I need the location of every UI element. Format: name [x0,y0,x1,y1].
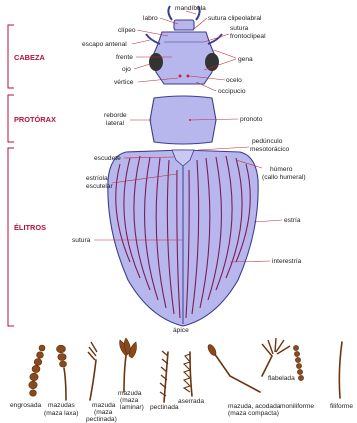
label-humero-1: húmero [270,166,293,173]
antenna-aserrada [184,352,192,396]
label-maza-lam-2: (maza [120,397,139,404]
section-prothorax: PROTÓRAX [14,115,56,124]
label-sutura-frontoclipeal-1: sutura [230,25,249,32]
label-acodada-2: (maza compacta) [228,410,279,417]
antenna-mazudas-laxa [57,345,67,400]
label-pectinada: pectinada [150,404,179,411]
label-moniliforme: moniliforme [280,403,314,410]
label-humero-2: (callo humeral) [262,174,306,181]
label-escudete: escudete [94,155,121,162]
label-frente: frente [116,54,133,61]
label-mazudas-2: (maza laxa) [44,410,78,417]
label-mazudas-1: mazudas [48,402,75,409]
dot-pronoto [189,119,191,121]
label-maza-pect-3: pectinada) [86,416,117,423]
label-maza-lam-3: laminar) [120,404,144,411]
antenna-acodada [206,343,260,392]
label-maza-lam-1: mazuda [118,390,142,397]
label-maza-pect-2: (maza [94,409,113,416]
antenna-mazuda-laminar [120,338,137,392]
label-engrosada: engrosada [10,402,41,409]
antenna-flabelada [262,338,290,376]
section-head: CABEZA [14,53,45,62]
ocellus-right [187,75,190,78]
label-acodada-1: mazuda, acodada [228,403,281,410]
ocellus-left [179,75,182,78]
label-ojo: ojo [122,66,131,73]
section-elytra: ÉLITROS [14,223,46,232]
label-sutura: sutura [72,237,91,244]
label-occipucio: occipucio [218,88,246,95]
label-ocelo: ocelo [226,77,242,84]
label-estria: estría [284,217,301,224]
lead-occipucio [196,82,216,91]
label-estriola-2: escutelar [86,183,114,190]
antennal-scape-left [146,34,160,44]
label-maza-pect-1: mazuda [92,402,116,409]
antenna-pectinada [160,351,168,402]
elytra-bracket [8,148,14,326]
label-aserrada: aserrada [178,398,204,405]
label-labro: labro [143,15,158,22]
label-interestria: interestría [272,258,302,265]
label-flabelada: flabelada [268,375,295,382]
label-sutura-frontoclipeal-2: frontoclipeal [230,33,266,40]
antenna-moniliforme [293,345,303,380]
lead-escapo [132,40,150,44]
label-reborde-1: reborde [104,112,127,119]
antenna-filiforme [339,342,342,398]
label-vertice: vértice [114,79,134,86]
lead-ojo [134,64,150,69]
label-clipeo: clípeo [118,27,136,34]
label-reborde-2: lateral [106,120,124,127]
label-sutura-clipeolabral: sutura clipeolabral [208,15,262,22]
mandible-left [168,6,172,20]
label-pedunculo-1: pedúnculo [252,138,283,145]
label-pedunculo-2: mesotorácico [250,146,290,153]
label-estriola-1: estríola [86,175,108,182]
label-filiforme: filiforme [330,403,353,410]
label-apice: ápice [173,327,189,334]
eye-right [205,53,219,71]
lead-estria [254,220,282,222]
antennal-scape-right [208,34,222,44]
antenna-mazuda-pectinada [88,342,97,400]
label-pronoto: pronoto [240,116,263,123]
labrum [174,20,194,30]
pronotum [150,96,216,144]
antenna-engrosada [29,345,45,396]
eye-left [149,53,163,71]
label-gena: gena [238,56,253,63]
label-escapo-antenal: escapo antenal [82,41,127,48]
lead-pedunculo [198,147,249,150]
label-mandibula: mandíbula [175,5,206,12]
